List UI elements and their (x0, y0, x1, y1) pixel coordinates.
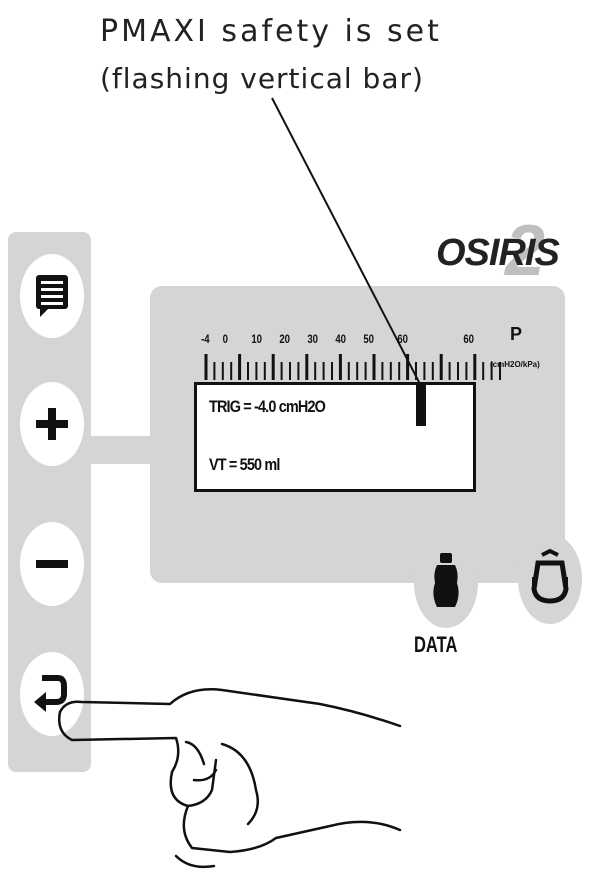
osiris-logo: OSIRIS (436, 232, 560, 274)
caption-line-2: (flashing vertical bar) (100, 62, 424, 95)
data-bottle-icon (433, 553, 459, 607)
scale-tick-label: 40 (335, 332, 347, 346)
logo-badge: 2 (505, 211, 546, 291)
display-panel: -4 0 10 20 30 40 50 60 60 P (cmH2O/kPa) TRIG = -… (150, 286, 565, 583)
scale-tick-label: 20 (279, 332, 291, 346)
trig-readout: TRIG = -4.0 cmH2O (209, 397, 326, 416)
scale-tick-label: 30 (307, 332, 319, 346)
minus-button[interactable] (20, 522, 84, 606)
data-knob[interactable] (414, 538, 478, 628)
hand-illustration (58, 688, 402, 869)
menu-button[interactable] (20, 254, 84, 338)
caption-line-1: PMAXI safety is set (100, 14, 442, 49)
enter-button[interactable] (20, 652, 84, 736)
callout-pointer-line (271, 97, 421, 385)
pressure-scale (204, 354, 501, 380)
panel-connector (88, 436, 152, 464)
scale-tick-label: 50 (363, 332, 375, 346)
menu-list-icon (36, 275, 68, 317)
pmaxi-vertical-bar (416, 382, 426, 426)
scale-tick-label: 60 (397, 332, 409, 346)
side-button-panel (8, 232, 91, 772)
scale-tick-label: -4 (201, 332, 210, 346)
lcd-screen: TRIG = -4.0 cmH2O VT = 550 ml (194, 382, 476, 492)
plus-icon (36, 408, 68, 440)
pressure-unit-text: (cmH2O/kPa) (490, 360, 540, 369)
vt-readout: VT = 550 ml (209, 455, 280, 474)
scale-tick-label: 0 (222, 332, 229, 346)
scale-tick-label: 10 (251, 332, 263, 346)
alarm-knob[interactable] (518, 534, 582, 624)
data-label: DATA (414, 632, 458, 657)
minus-icon (36, 560, 68, 568)
alarm-bell-icon (531, 549, 569, 604)
scale-tick-label: 60 (463, 332, 475, 346)
plus-button[interactable] (20, 382, 84, 466)
enter-return-icon (34, 675, 67, 712)
pressure-unit-symbol: P (510, 324, 523, 344)
